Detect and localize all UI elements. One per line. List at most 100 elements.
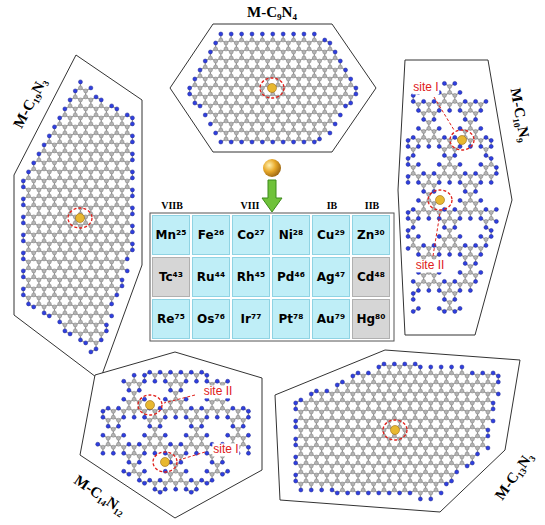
atom	[104, 257, 108, 261]
atom	[120, 116, 124, 120]
atom	[68, 248, 72, 252]
atom	[84, 251, 88, 255]
atom	[245, 47, 249, 51]
atom	[99, 260, 103, 264]
atom	[292, 140, 296, 144]
structure-panel: M-C₁₉N₃	[14, 55, 142, 380]
atom	[99, 104, 103, 108]
atom	[297, 113, 301, 117]
atom	[328, 41, 332, 45]
atom	[73, 287, 77, 291]
atom	[73, 167, 77, 171]
atom	[234, 101, 238, 105]
atom	[307, 113, 311, 117]
atom	[250, 104, 254, 108]
atom	[52, 197, 56, 201]
atom	[323, 74, 327, 78]
atom	[292, 32, 296, 36]
atom	[130, 248, 134, 252]
atom	[125, 167, 129, 171]
atom	[255, 131, 259, 135]
atom	[68, 140, 72, 144]
atom	[21, 215, 25, 219]
atom	[260, 128, 264, 132]
atom	[110, 170, 114, 174]
atom	[312, 92, 316, 96]
atom	[281, 128, 285, 132]
atom	[115, 143, 119, 147]
atom	[286, 95, 290, 99]
atom	[120, 224, 124, 228]
atom	[58, 212, 62, 216]
atom	[302, 50, 306, 54]
atom	[115, 221, 119, 225]
atom	[110, 116, 114, 120]
atom	[125, 215, 129, 219]
atom	[99, 140, 103, 144]
atom	[94, 239, 98, 243]
atom	[224, 83, 228, 87]
atom	[115, 215, 119, 219]
atom	[130, 152, 134, 156]
atom	[266, 131, 270, 135]
atom	[208, 86, 212, 90]
atom	[260, 56, 264, 60]
atom	[307, 137, 311, 141]
atom	[115, 131, 119, 135]
atom	[276, 113, 280, 117]
atom	[21, 287, 25, 291]
atom	[208, 110, 212, 114]
atom	[307, 101, 311, 105]
atom	[99, 188, 103, 192]
atom	[307, 65, 311, 69]
atom	[37, 248, 41, 252]
atom	[130, 122, 134, 126]
atom	[297, 101, 301, 105]
atom	[104, 107, 108, 111]
atom	[99, 212, 103, 216]
atom	[99, 266, 103, 270]
atom	[94, 269, 98, 273]
atom	[240, 128, 244, 132]
atom	[328, 65, 332, 69]
atom	[99, 176, 103, 180]
atom	[32, 161, 36, 165]
atom	[89, 278, 93, 282]
atom	[84, 293, 88, 297]
atom	[37, 266, 41, 270]
atom	[68, 104, 72, 108]
atom	[208, 74, 212, 78]
atom	[110, 152, 114, 156]
atom	[47, 302, 51, 306]
atom	[219, 74, 223, 78]
atom	[240, 110, 244, 114]
atom	[110, 194, 114, 198]
atom	[73, 149, 77, 153]
atom	[32, 221, 36, 225]
atom	[328, 119, 332, 123]
atom	[125, 179, 129, 183]
atom	[130, 242, 134, 246]
atom	[27, 266, 31, 270]
atom	[312, 110, 316, 114]
atom	[84, 125, 88, 129]
atom	[115, 185, 119, 189]
structure-panel: M-C₉N₄	[170, 24, 376, 152]
atom	[52, 167, 56, 171]
atom	[58, 176, 62, 180]
atom	[68, 152, 72, 156]
atom	[89, 242, 93, 246]
atom	[94, 113, 98, 117]
atom	[84, 95, 88, 99]
table-frame	[150, 213, 394, 341]
atom	[68, 302, 72, 306]
atom	[260, 86, 264, 90]
atom	[63, 131, 67, 135]
atom	[37, 260, 41, 264]
atom	[104, 275, 108, 279]
atom	[104, 239, 108, 243]
atom	[21, 221, 25, 225]
atom	[115, 149, 119, 153]
atom	[37, 206, 41, 210]
atom	[42, 185, 46, 189]
